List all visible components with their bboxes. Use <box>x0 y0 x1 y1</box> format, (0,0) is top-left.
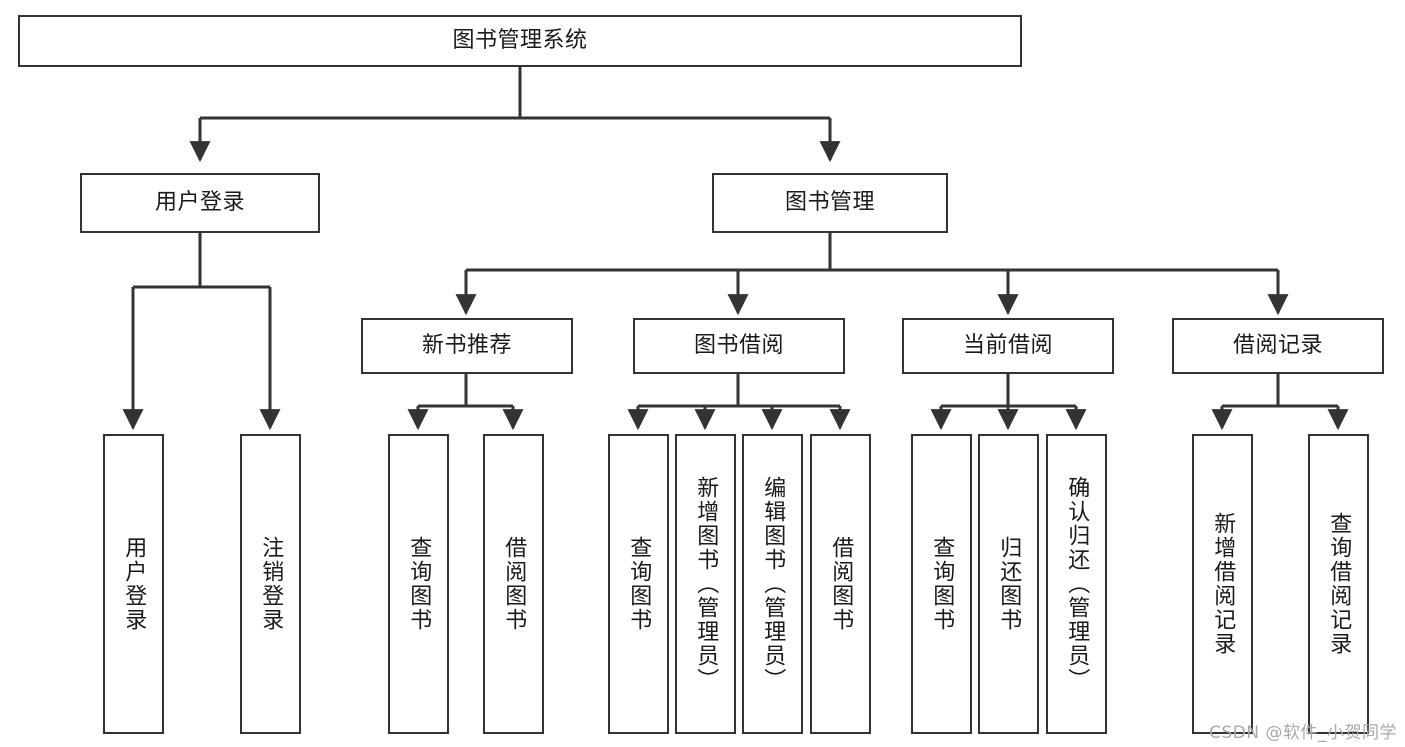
node-leaf-logout[interactable]: 注销登录 <box>240 434 301 734</box>
node-label: 借阅记录 <box>1232 333 1323 359</box>
node-label: 查询图书 <box>406 536 432 632</box>
node-label: 归还图书 <box>996 536 1022 632</box>
node-label: 图书借阅 <box>693 333 784 359</box>
node-label: 借阅图书 <box>501 536 527 632</box>
node-label: 查询图书 <box>929 536 955 632</box>
node-label: 编辑图书（管理员） <box>760 476 786 692</box>
node-leaf-query-book-3[interactable]: 查询图书 <box>911 434 972 734</box>
node-label: 查询图书 <box>626 536 652 632</box>
node-leaf-query-book-1[interactable]: 查询图书 <box>388 434 449 734</box>
node-label: 注销登录 <box>258 536 284 632</box>
node-label: 图书管理系统 <box>452 28 588 54</box>
node-leaf-confirm-return-admin[interactable]: 确认归还（管理员） <box>1046 434 1107 734</box>
node-book-manage[interactable]: 图书管理 <box>712 173 948 233</box>
node-book-borrow[interactable]: 图书借阅 <box>633 318 845 374</box>
node-label: 图书管理 <box>784 190 875 216</box>
node-leaf-edit-book-admin[interactable]: 编辑图书（管理员） <box>742 434 803 734</box>
node-leaf-add-book-admin[interactable]: 新增图书（管理员） <box>675 434 736 734</box>
node-user-login[interactable]: 用户登录 <box>80 173 320 233</box>
node-current-borrow[interactable]: 当前借阅 <box>902 318 1114 374</box>
node-label: 新书推荐 <box>421 333 512 359</box>
node-leaf-query-book-2[interactable]: 查询图书 <box>608 434 669 734</box>
node-label: 借阅图书 <box>828 536 854 632</box>
node-label: 当前借阅 <box>962 333 1053 359</box>
node-root-system[interactable]: 图书管理系统 <box>18 15 1022 67</box>
node-leaf-query-borrow-record[interactable]: 查询借阅记录 <box>1308 434 1369 734</box>
node-label: 新增图书（管理员） <box>693 476 719 692</box>
node-leaf-borrow-book-2[interactable]: 借阅图书 <box>810 434 871 734</box>
node-label: 新增借阅记录 <box>1210 512 1236 656</box>
node-leaf-return-book[interactable]: 归还图书 <box>978 434 1039 734</box>
node-leaf-borrow-book-1[interactable]: 借阅图书 <box>483 434 544 734</box>
node-label: 查询借阅记录 <box>1326 512 1352 656</box>
node-label: 用户登录 <box>121 536 147 632</box>
node-borrow-record[interactable]: 借阅记录 <box>1172 318 1384 374</box>
node-leaf-user-login[interactable]: 用户登录 <box>103 434 164 734</box>
node-label: 确认归还（管理员） <box>1064 476 1090 692</box>
csdn-watermark: CSDN @软件_小贺同学 <box>1209 723 1397 743</box>
node-leaf-add-borrow-record[interactable]: 新增借阅记录 <box>1192 434 1253 734</box>
node-label: 用户登录 <box>154 190 245 216</box>
node-new-book-recommend[interactable]: 新书推荐 <box>361 318 573 374</box>
